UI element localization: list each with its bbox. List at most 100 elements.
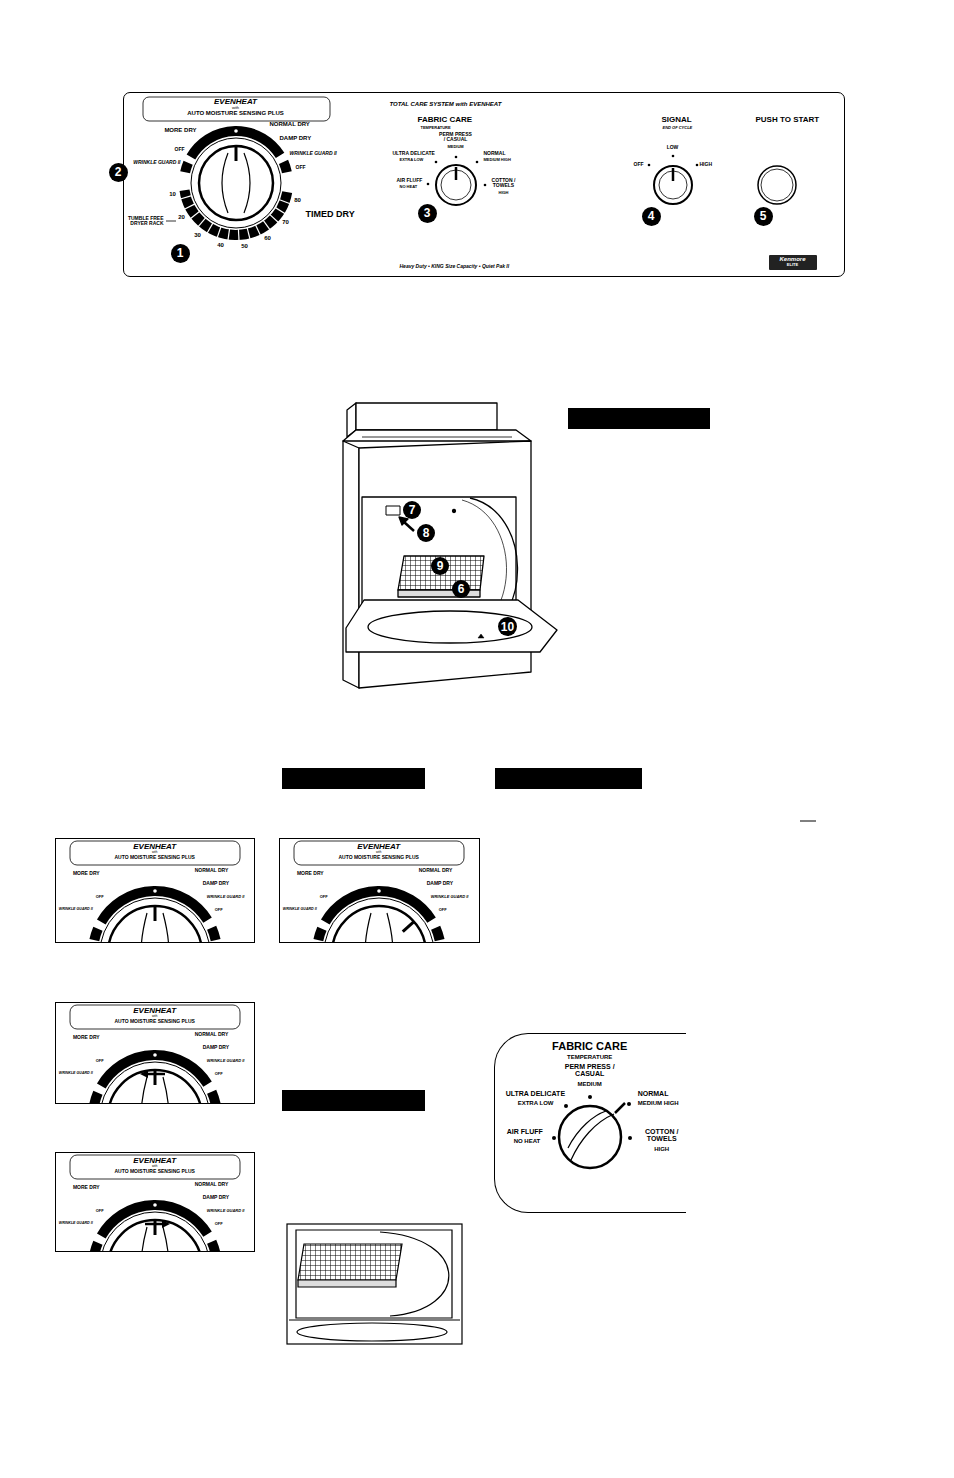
control-label: NO HEAT: [514, 1138, 541, 1145]
dial-stroke: [140, 1070, 148, 1078]
indicator-dots: [552, 1095, 632, 1140]
control-label: AUTO MOISTURE SENSING PLUS: [114, 1169, 194, 1175]
control-label: SIGNAL: [662, 116, 692, 125]
control-label: OFF: [320, 895, 328, 899]
dial-inset-box: EVENHEATwithAUTO MOISTURE SENSING PLUSMO…: [55, 838, 255, 943]
control-label: MORE DRY: [73, 1185, 100, 1191]
control-label: 80: [294, 197, 301, 204]
control-label: EXTRA LOW: [400, 158, 424, 162]
control-label: MEDIUM: [447, 145, 463, 149]
control-label: with: [152, 851, 157, 854]
dial-stroke: [145, 1223, 163, 1226]
dial-stroke: [217, 226, 221, 237]
control-label: NO HEAT: [400, 185, 418, 189]
dial-stroke: [108, 1220, 202, 1314]
dial-stroke: [247, 228, 250, 240]
label-frame: [70, 1005, 240, 1029]
control-label: END OF CYCLE: [663, 126, 693, 130]
control-label: WRINKLE GUARD II: [290, 151, 337, 157]
callout-number: 7: [403, 501, 421, 519]
dial-stroke: [222, 153, 228, 213]
dial-stroke: [318, 929, 322, 940]
callout-number: 6: [452, 580, 470, 598]
control-label: WRINKLE GUARD II: [207, 895, 245, 899]
dial-stroke: [108, 1070, 202, 1164]
control-label: HIGH: [700, 162, 713, 168]
cycle-dial: [180, 129, 290, 241]
fabric-knob: [436, 165, 476, 205]
dial-stroke: [244, 153, 250, 213]
control-label: NORMAL: [638, 1090, 669, 1098]
control-label: MORE DRY: [73, 871, 100, 877]
control-label: ELITE: [787, 263, 798, 267]
control-label: TOTAL CARE SYSTEM with EVENHEAT: [390, 101, 502, 108]
dial-stroke: [403, 922, 414, 932]
control-label: WRINKLE GUARD II: [207, 1209, 245, 1213]
callout-number: 7: [403, 501, 421, 519]
callout-number: 8: [417, 524, 435, 542]
dial-stroke: [162, 1220, 170, 1228]
dial-stroke: [324, 898, 434, 1008]
label-frame: [294, 841, 464, 865]
dial-stroke: [101, 1055, 207, 1086]
callout-number: 4: [642, 207, 661, 226]
fabric-care-inset: FABRIC CARETEMPERATUREPERM PRESS / CASUA…: [494, 1033, 686, 1213]
control-label: OFF: [96, 895, 104, 899]
control-label: OFF: [634, 162, 644, 168]
callout-number: 9: [431, 557, 449, 575]
control-label: DAMP DRY: [203, 881, 229, 887]
dial-inset: [294, 841, 464, 1008]
dial-inset-box: EVENHEATwithAUTO MOISTURE SENSING PLUSMO…: [55, 1152, 255, 1252]
label-frame: [70, 1155, 240, 1179]
dial-stroke: [141, 1227, 147, 1307]
control-label: DAMP DRY: [427, 881, 453, 887]
dial-stroke: [238, 229, 240, 241]
control-label: TEMPERATURE: [567, 1054, 612, 1061]
dial-stroke: [153, 1053, 157, 1057]
dial-stroke: [141, 913, 147, 993]
control-label: with: [152, 1165, 157, 1168]
control-label: TIMED DRY: [306, 210, 355, 220]
control-label: OFF: [439, 908, 447, 912]
callout-number: 1: [171, 244, 190, 263]
control-label: COTTON / TOWELS: [640, 1128, 684, 1143]
dial-stroke: [100, 898, 210, 1008]
control-label: NORMAL DRY: [195, 1182, 229, 1188]
control-label: PERM PRESS / CASUAL: [439, 132, 473, 143]
dryer-drawing: [343, 403, 557, 688]
control-label: TUMBLE FREE DRYER RACK: [128, 216, 164, 227]
control-label: OFF: [96, 1059, 104, 1063]
leader-line: [166, 221, 176, 222]
dial-stroke: [377, 889, 381, 893]
dial-stroke: [212, 928, 216, 940]
control-label: 70: [282, 219, 289, 226]
dial-stroke: [332, 906, 426, 1000]
control-label: WRINKLE GUARD II: [207, 1059, 245, 1063]
control-label: OFF: [96, 1209, 104, 1213]
dial-stroke: [163, 1077, 169, 1157]
control-label: 20: [178, 214, 185, 221]
control-label: WRINKLE GUARD II: [59, 1072, 93, 1076]
control-label: with: [232, 106, 239, 110]
dryer-rack-inset: [287, 1224, 462, 1344]
callout-number: 10: [498, 617, 517, 636]
dial-stroke: [154, 1070, 157, 1085]
control-label: PERM PRESS / CASUAL: [560, 1063, 620, 1078]
dial-inset: [70, 841, 240, 1008]
control-label: NORMAL DRY: [195, 1032, 229, 1038]
dial-stroke: [199, 146, 273, 220]
dial-stroke: [212, 1242, 216, 1254]
control-label: 30: [194, 232, 201, 239]
dial-stroke: [180, 196, 192, 199]
control-label: DAMP DRY: [280, 135, 312, 142]
control-label: Heavy Duty • KING Size Capacity • Quiet …: [400, 264, 510, 270]
dial-stroke: [185, 163, 188, 173]
control-label: with: [376, 851, 381, 854]
callout-number: 2: [109, 163, 128, 182]
label-frame: [143, 97, 330, 121]
control-label: COTTON / TOWELS: [489, 178, 519, 189]
control-label: WRINKLE GUARD II: [283, 908, 317, 912]
dial-stroke: [101, 891, 207, 922]
dial-stroke: [235, 146, 238, 161]
dial-stroke: [184, 204, 195, 209]
